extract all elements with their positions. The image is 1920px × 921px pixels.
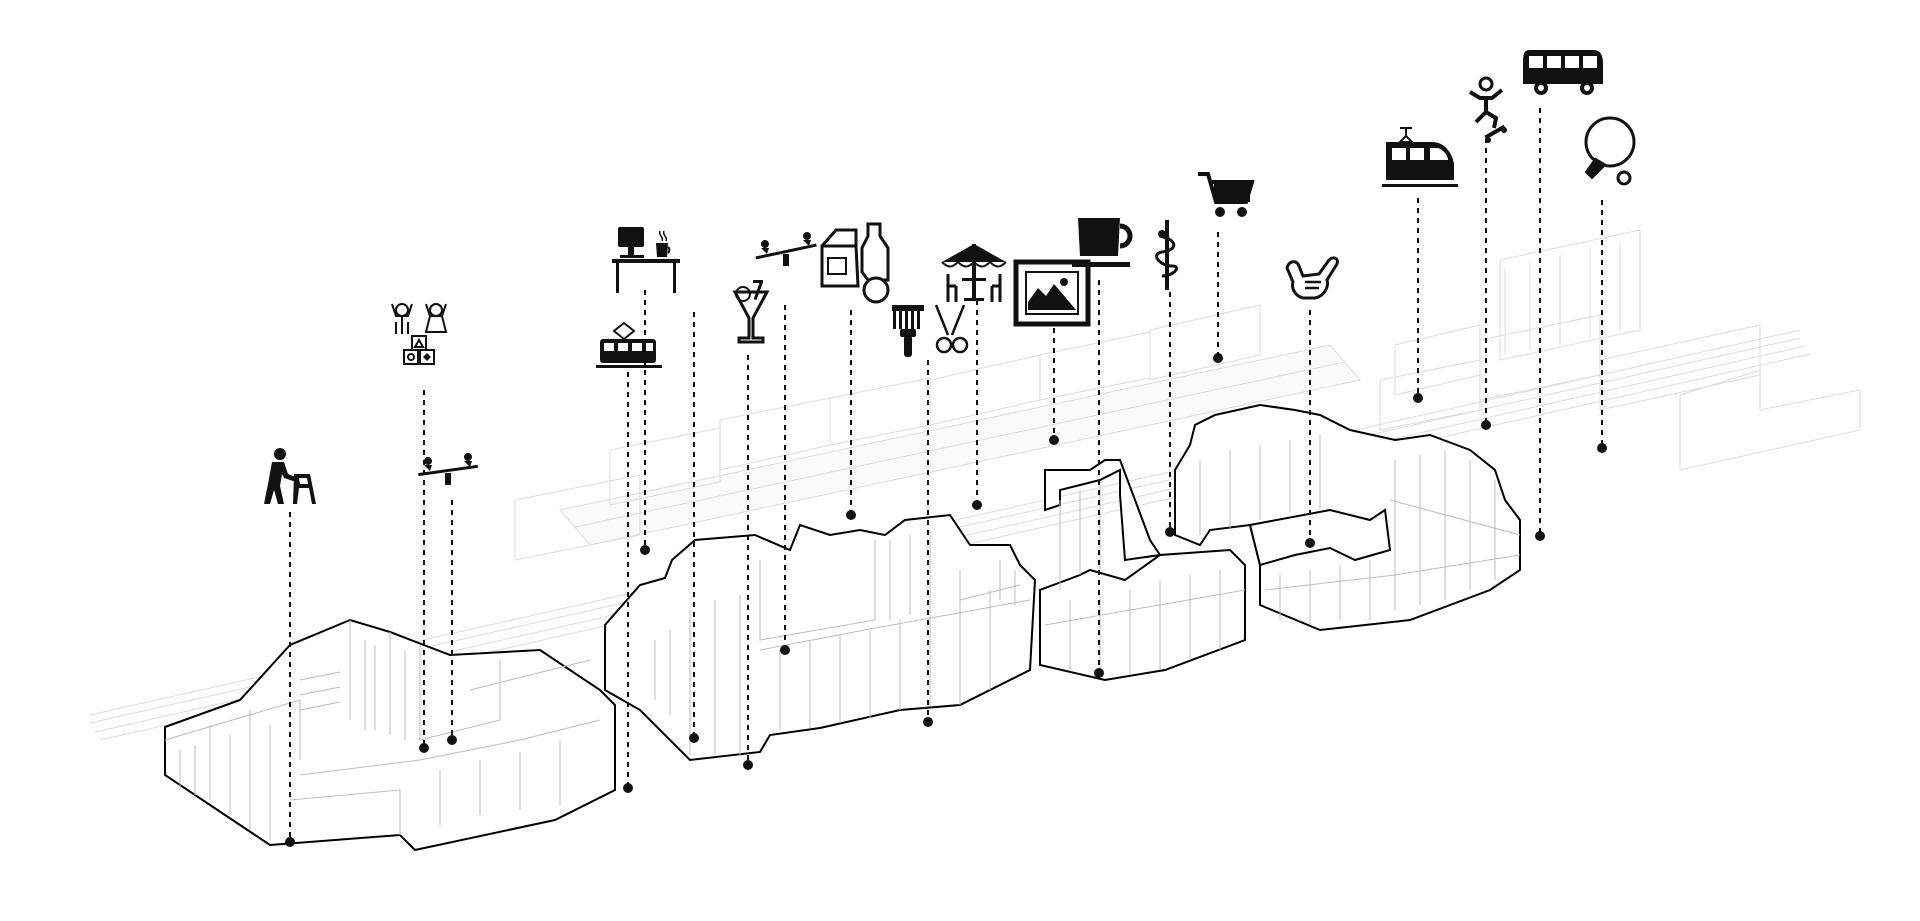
seesaw-icon [418, 453, 478, 485]
leader-endpoint [285, 837, 295, 847]
medical-caduceus-icon [1155, 220, 1178, 290]
leader-endpoint [1597, 443, 1607, 453]
leader-endpoint [640, 545, 650, 555]
playing-children-icon [391, 303, 448, 365]
desk-computer-coffee-icon [612, 227, 680, 293]
skateboarder-icon [1468, 76, 1507, 143]
leader-endpoint [1165, 527, 1175, 537]
coffee-cup-icon [1072, 218, 1133, 267]
leader-endpoint [447, 735, 457, 745]
shaka-hand-icon [1285, 256, 1339, 300]
leader-endpoint [780, 645, 790, 655]
leader-endpoint [743, 760, 753, 770]
leader-endpoint [623, 783, 633, 793]
train-icon [1382, 127, 1458, 187]
tram-icon [596, 321, 662, 368]
leader-endpoint [689, 733, 699, 743]
amenity-icons [264, 50, 1636, 504]
leader-endpoint [846, 510, 856, 520]
leader-endpoint [419, 743, 429, 753]
shopping-cart-icon [1198, 172, 1255, 217]
milk-carton-groceries-icon [820, 222, 890, 304]
leader-lines [285, 108, 1607, 847]
framed-painting-icon [1013, 259, 1091, 327]
leader-endpoint [1213, 353, 1223, 363]
leader-endpoint [923, 717, 933, 727]
cocktail-glass-icon [732, 280, 770, 344]
bus-icon [1523, 50, 1603, 95]
cafe-terrace-icon [941, 244, 1007, 302]
leader-endpoint [1413, 393, 1423, 403]
leader-endpoint [972, 500, 982, 510]
building-cluster [164, 403, 1521, 852]
leader-endpoint [1049, 435, 1059, 445]
leader-endpoint [1305, 538, 1315, 548]
leader-endpoint [1481, 420, 1491, 430]
elderly-walker-icon [264, 448, 316, 504]
leader-endpoint [1094, 668, 1104, 678]
leader-endpoint [1535, 531, 1545, 541]
building-block-center [604, 513, 1037, 762]
seesaw-icon [755, 232, 817, 266]
comb-scissors-icon [892, 304, 969, 357]
table-tennis-icon [1584, 116, 1636, 186]
building-block-east [1039, 548, 1246, 682]
